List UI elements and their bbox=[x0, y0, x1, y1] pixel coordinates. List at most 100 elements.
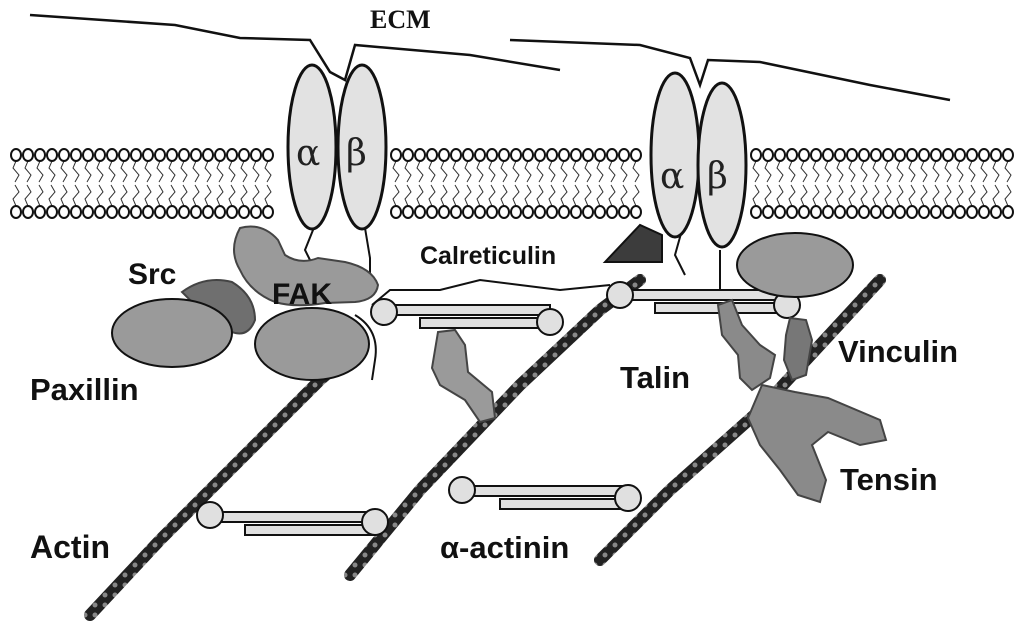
lipid-head bbox=[215, 206, 225, 218]
lipid-head bbox=[571, 206, 581, 218]
lipid-head bbox=[119, 149, 129, 161]
lipid-head bbox=[811, 149, 821, 161]
lipid-tail bbox=[109, 161, 115, 182]
lipid-head bbox=[631, 149, 641, 161]
lipid-tail bbox=[85, 161, 91, 182]
lipid-tail bbox=[573, 185, 579, 206]
lipid-tail bbox=[813, 185, 819, 206]
lipid-tail bbox=[169, 161, 175, 182]
lipid-tail bbox=[61, 185, 67, 206]
src-label: Src bbox=[128, 258, 176, 291]
lipid-tail bbox=[825, 161, 831, 182]
lipid-tail bbox=[561, 185, 567, 206]
lipid-tail bbox=[489, 185, 495, 206]
lipid-head bbox=[535, 206, 545, 218]
lipid-tail bbox=[993, 161, 999, 182]
lipid-head bbox=[619, 149, 629, 161]
lipid-tail bbox=[121, 185, 127, 206]
lipid-head bbox=[823, 149, 833, 161]
lipid-head bbox=[775, 149, 785, 161]
lipid-head bbox=[967, 149, 977, 161]
lipid-tail bbox=[265, 161, 271, 182]
paxillin-label: Paxillin bbox=[30, 372, 139, 407]
lipid-head bbox=[967, 206, 977, 218]
lipid-head bbox=[263, 149, 273, 161]
lipid-head bbox=[83, 206, 93, 218]
lipid-tail bbox=[849, 161, 855, 182]
lipid-head bbox=[23, 149, 33, 161]
lipid-head bbox=[155, 206, 165, 218]
lipid-head bbox=[943, 206, 953, 218]
lipid-head bbox=[47, 149, 57, 161]
lipid-tail bbox=[181, 161, 187, 182]
lipid-head bbox=[107, 149, 117, 161]
lipid-head bbox=[991, 149, 1001, 161]
lipid-head bbox=[511, 149, 521, 161]
lipid-head bbox=[859, 149, 869, 161]
lipid-head bbox=[955, 149, 965, 161]
lipid-tail bbox=[429, 161, 435, 182]
lipid-tail bbox=[393, 161, 399, 182]
lipid-tail bbox=[49, 161, 55, 182]
lipid-head bbox=[155, 149, 165, 161]
lipid-head bbox=[239, 149, 249, 161]
lipid-head bbox=[95, 206, 105, 218]
lipid-head bbox=[391, 149, 401, 161]
lipid-tail bbox=[13, 185, 19, 206]
lipid-tail bbox=[945, 185, 951, 206]
lipid-tail bbox=[525, 161, 531, 182]
lipid-head bbox=[131, 206, 141, 218]
lipid-head bbox=[167, 149, 177, 161]
lipid-tail bbox=[609, 185, 615, 206]
lipid-head bbox=[823, 206, 833, 218]
lipid-tail bbox=[537, 161, 543, 182]
actin-label: Actin bbox=[30, 529, 110, 565]
lipid-head bbox=[871, 206, 881, 218]
lipid-tail bbox=[933, 161, 939, 182]
lipid-tail bbox=[217, 161, 223, 182]
lipid-tail bbox=[405, 161, 411, 182]
lipid-tail bbox=[1005, 185, 1011, 206]
lipid-head bbox=[191, 206, 201, 218]
lipid-head bbox=[751, 149, 761, 161]
lipid-head bbox=[47, 206, 57, 218]
lipid-tail bbox=[633, 161, 639, 182]
lipid-head bbox=[251, 149, 261, 161]
lipid-tail bbox=[145, 161, 151, 182]
alpha-label-right: α bbox=[660, 156, 684, 197]
lipid-head bbox=[59, 206, 69, 218]
lipid-head bbox=[119, 206, 129, 218]
lipid-tail bbox=[97, 161, 103, 182]
lipid-tail bbox=[789, 185, 795, 206]
lipid-tail bbox=[753, 185, 759, 206]
lipid-head bbox=[523, 149, 533, 161]
lipid-tail bbox=[561, 161, 567, 182]
lipid-head bbox=[215, 149, 225, 161]
lipid-head bbox=[775, 206, 785, 218]
lipid-head bbox=[251, 206, 261, 218]
lipid-head bbox=[451, 149, 461, 161]
lipid-tail bbox=[417, 161, 423, 182]
lipid-tail bbox=[885, 185, 891, 206]
lipid-head bbox=[931, 206, 941, 218]
vinculin-tail-shape bbox=[784, 318, 812, 380]
lipid-tail bbox=[921, 185, 927, 206]
lipid-head bbox=[859, 206, 869, 218]
lipid-head bbox=[907, 149, 917, 161]
lipid-head bbox=[403, 149, 413, 161]
lipid-tail bbox=[873, 161, 879, 182]
lipid-head bbox=[23, 206, 33, 218]
lipid-tail bbox=[813, 161, 819, 182]
lipid-head bbox=[131, 149, 141, 161]
lipid-tail bbox=[585, 185, 591, 206]
lipid-head bbox=[583, 206, 593, 218]
lipid-tail bbox=[169, 185, 175, 206]
lipid-tail bbox=[957, 185, 963, 206]
lipid-head bbox=[895, 206, 905, 218]
lipid-tail bbox=[837, 161, 843, 182]
lipid-tail bbox=[789, 161, 795, 182]
lipid-tail bbox=[61, 161, 67, 182]
lipid-tail bbox=[465, 161, 471, 182]
lipid-head bbox=[847, 149, 857, 161]
lipid-head bbox=[487, 206, 497, 218]
